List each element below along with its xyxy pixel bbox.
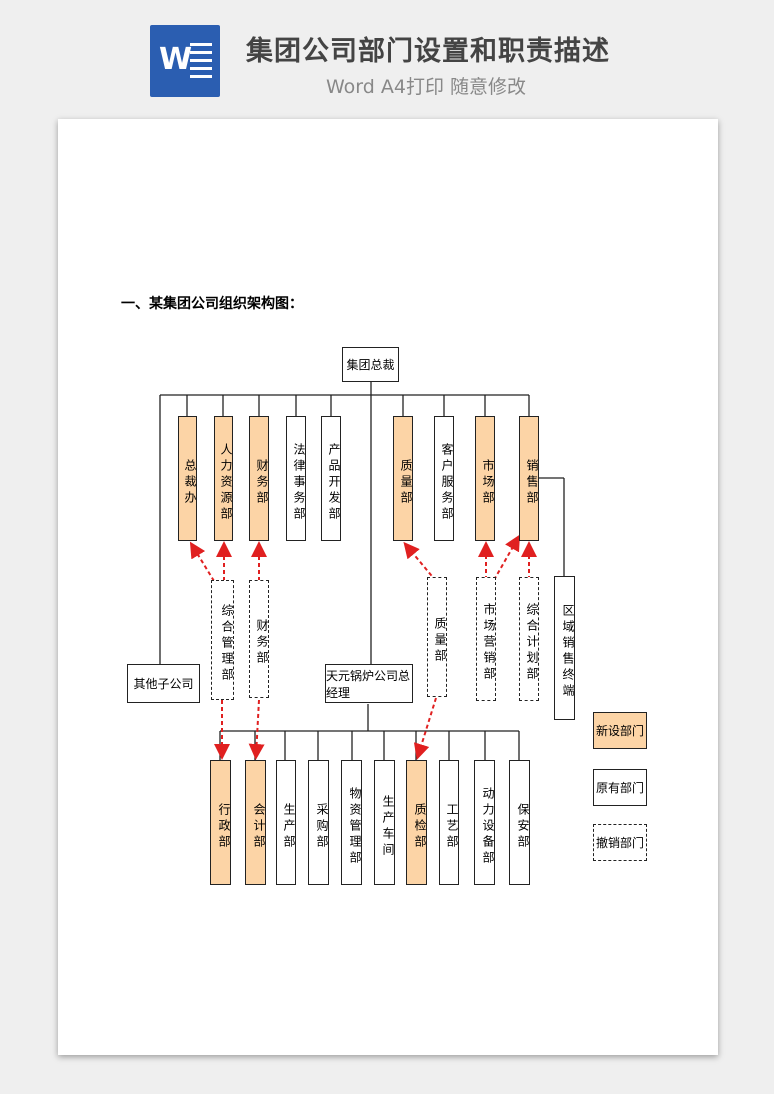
header: W 集团公司部门设置和职责描述 Word A4打印 随意修改: [0, 0, 774, 110]
cancelled-quality: 质量部: [427, 577, 447, 697]
dept-finance: 财务部: [249, 416, 269, 541]
page-subtitle: Word A4打印 随意修改: [326, 76, 527, 98]
dept-president-office: 总裁办: [178, 416, 197, 541]
cancelled-finance: 财务部: [249, 580, 269, 698]
dept-quality-inspection: 质检部: [406, 760, 427, 885]
document-page: [58, 119, 718, 1055]
other-subsidiaries-box: 其他子公司: [127, 664, 200, 703]
dept-technology: 工艺部: [439, 760, 459, 885]
legend-new: 新设部门: [593, 712, 647, 749]
dept-customer-service: 客户服务部: [434, 416, 454, 541]
cancelled-comprehensive-planning: 综合计划部: [519, 577, 539, 701]
dept-product-dev: 产品开发部: [321, 416, 341, 541]
section-heading: 一、某集团公司组织架构图：: [121, 296, 303, 312]
dept-sales: 销售部: [519, 416, 539, 541]
dept-marketing: 市场部: [475, 416, 495, 541]
dept-workshop: 生产车间: [374, 760, 395, 885]
dept-materials: 物资管理部: [341, 760, 362, 885]
dept-administration: 行政部: [210, 760, 231, 885]
dept-production: 生产部: [276, 760, 296, 885]
ceo-box: 集团总裁: [342, 347, 399, 382]
legend-cancelled: 撤销部门: [593, 824, 647, 861]
dept-legal: 法律事务部: [286, 416, 306, 541]
dept-hr: 人力资源部: [214, 416, 233, 541]
cancelled-marketing-sales: 市场营销部: [476, 577, 496, 701]
cancelled-general-admin: 综合管理部: [211, 580, 234, 700]
dept-quality: 质量部: [393, 416, 413, 541]
regional-sales-terminal: 区域销售终端: [554, 576, 575, 720]
dept-purchasing: 采购部: [308, 760, 329, 885]
page-title: 集团公司部门设置和职责描述: [246, 36, 610, 67]
dept-security: 保安部: [509, 760, 530, 885]
word-icon-letter: W: [159, 42, 193, 77]
word-icon: W: [150, 25, 220, 97]
dept-accounting: 会计部: [245, 760, 266, 885]
dept-power-equipment: 动力设备部: [474, 760, 495, 885]
legend-existing: 原有部门: [593, 769, 647, 806]
general-manager-box: 天元锅炉公司总经理: [325, 664, 413, 703]
